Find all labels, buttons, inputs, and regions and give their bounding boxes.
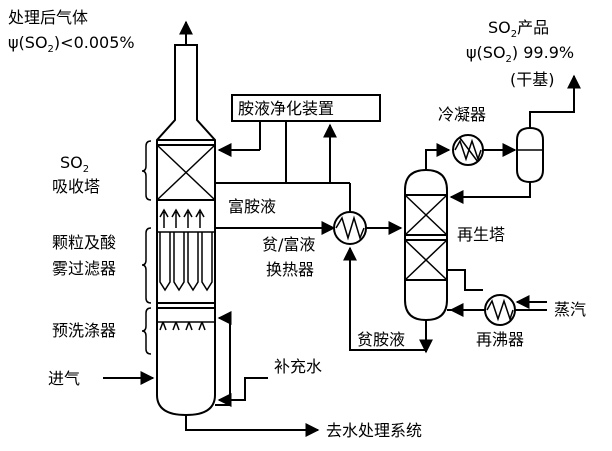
- makeup-water-label: 补充水: [274, 357, 322, 376]
- reflux-separator-drum: [516, 118, 544, 184]
- treated-gas-label: 处理后气体: [8, 8, 88, 27]
- so2-product-label: SO2产品: [488, 18, 549, 40]
- so2-product-arrow: [529, 74, 581, 118]
- treated-gas-spec: ψ(SO2)<0.005%: [8, 33, 135, 55]
- vapor-to-condenser-line: [425, 143, 451, 170]
- absorber-packing-bed: [156, 144, 216, 201]
- so2-product-basis: (干基): [510, 70, 555, 89]
- reboiler: [484, 294, 516, 326]
- rich-amine-label: 富胺液: [228, 197, 276, 216]
- filter-label-line2: 雾过滤器: [52, 259, 116, 278]
- makeup-water-line: [217, 377, 268, 407]
- absorber-label-line2: 吸收塔: [52, 177, 100, 196]
- water-treatment-line: [185, 415, 320, 437]
- absorber-candle-filters: [157, 231, 215, 292]
- section-braces: [141, 140, 152, 355]
- exchanger-label-line2: 换热器: [266, 260, 314, 279]
- filter-label-line1: 颗粒及酸: [52, 233, 116, 252]
- amine-purification-box: [231, 94, 381, 122]
- amine-purification-label: 胺液净化装置: [238, 99, 334, 118]
- lean-amine-label: 贫胺液: [357, 330, 405, 349]
- regenerator-label: 再生塔: [457, 225, 505, 244]
- absorber-column: [156, 44, 216, 417]
- inlet-gas-label: 进气: [48, 369, 80, 388]
- condenser: [452, 134, 484, 166]
- regenerator-column: [404, 168, 448, 322]
- reboiler-feed-line: [447, 269, 483, 291]
- steam-label: 蒸汽: [554, 300, 586, 319]
- reboiler-label: 再沸器: [476, 330, 524, 349]
- absorber-upflow-arrows: [159, 208, 205, 228]
- water-treatment-label: 去水处理系统: [326, 421, 422, 440]
- reflux-line: [449, 182, 531, 204]
- exchanger-label-line1: 贫/富液: [262, 235, 315, 254]
- so2-product-spec: ψ(SO2) 99.9%: [466, 43, 574, 65]
- prewasher-sprays: [157, 321, 215, 331]
- prewasher-recycle-line: [215, 311, 232, 406]
- lean-rich-heat-exchanger: [333, 211, 367, 245]
- condenser-label: 冷凝器: [438, 105, 486, 124]
- absorber-label-line1: SO2: [60, 153, 89, 175]
- prewasher-label: 预洗涤器: [52, 321, 116, 340]
